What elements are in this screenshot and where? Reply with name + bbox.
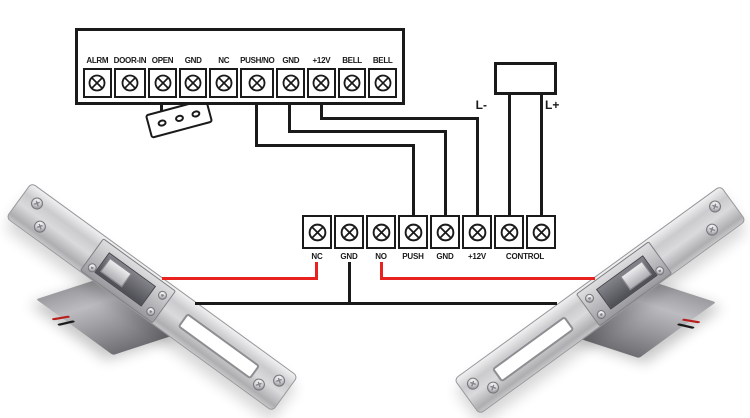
lock-terminal-block xyxy=(302,215,556,249)
terminal-label-no: NO xyxy=(375,252,387,261)
screw-icon xyxy=(28,195,46,212)
terminal-label-push: PUSH xyxy=(402,252,424,261)
wire-pushno-run xyxy=(255,144,415,147)
terminal-gnd-2: GND xyxy=(276,56,306,98)
screw-terminal-icon xyxy=(462,215,492,249)
terminal-open: OPEN xyxy=(148,56,177,98)
mounting-slot xyxy=(491,315,575,383)
screw-terminal-icon xyxy=(366,215,396,249)
pigtail-wire-red-icon xyxy=(681,318,701,324)
wire-pushno-drop xyxy=(255,103,258,147)
terminal-label: OPEN xyxy=(151,56,174,65)
screw-terminal-icon xyxy=(368,68,397,98)
terminal-bell-2: BELL xyxy=(368,56,397,98)
terminal-push-no: PUSH/NO xyxy=(240,56,275,98)
terminal-label: GND xyxy=(184,56,202,65)
wire-gnd-to-gnd xyxy=(444,130,447,216)
screw-terminal-icon xyxy=(83,68,112,98)
screw-terminal-icon xyxy=(113,68,147,98)
terminal-nc: NC xyxy=(209,56,239,98)
screw-icon xyxy=(250,376,268,393)
terminal-label: ALRM xyxy=(86,56,109,65)
terminal-bell-1: BELL xyxy=(337,56,367,98)
wire-12v-to-12v xyxy=(476,117,479,216)
screw-icon xyxy=(144,305,158,318)
mounting-slot xyxy=(177,312,261,380)
pigtail-wire-black-icon xyxy=(56,320,76,326)
power-controller-box xyxy=(494,62,557,95)
latch-keeper xyxy=(100,257,132,288)
wire-lminus-to-control xyxy=(508,95,511,216)
wire-no-stub xyxy=(380,262,383,280)
wire-lplus-to-control xyxy=(540,95,543,216)
screw-terminal-icon xyxy=(430,215,460,249)
terminal-gnd-1: GND xyxy=(178,56,208,98)
terminal-label: PUSH/NO xyxy=(240,56,275,65)
latch-keeper xyxy=(620,260,652,291)
terminal-12v: +12V xyxy=(307,56,336,98)
lock-terminal-labels: NC GND NO PUSH GND +12V CONTROL xyxy=(302,252,556,263)
screw-terminal-icon xyxy=(307,68,336,98)
terminal-label: DOOR-IN xyxy=(113,56,147,65)
wire-gnd-stub xyxy=(348,262,351,304)
terminal-label: GND xyxy=(282,56,300,65)
terminal-label-gnd: GND xyxy=(340,252,358,261)
l-plus-label: L+ xyxy=(545,98,560,112)
pigtail-wire-red-icon xyxy=(51,315,71,321)
terminal-label-control: CONTROL xyxy=(505,252,545,261)
pigtail-wire-black-icon xyxy=(676,323,696,329)
terminal-label: BELL xyxy=(372,56,393,65)
screw-terminal-icon xyxy=(302,215,332,249)
wire-12v-drop xyxy=(320,103,323,120)
wire-nc-stub xyxy=(315,262,318,279)
terminal-door-in: DOOR-IN xyxy=(113,56,147,98)
terminal-label: +12V xyxy=(312,56,331,65)
connector-hole-icon xyxy=(157,118,168,128)
terminal-label-nc: NC xyxy=(311,252,323,261)
wire-12v-run xyxy=(320,117,479,120)
controller-terminal-block: ALRM DOOR-IN OPEN GND NC PUSH/NO xyxy=(75,28,405,105)
wire-gnd-run xyxy=(288,130,447,133)
wire-gnd-to-both-locks xyxy=(195,302,557,305)
screw-icon xyxy=(484,379,502,396)
connector-hole-icon xyxy=(173,113,185,124)
screw-terminal-icon xyxy=(337,68,367,98)
terminal-row: ALRM DOOR-IN OPEN GND NC PUSH/NO xyxy=(83,56,397,98)
screw-icon xyxy=(583,292,596,305)
screw-terminal-icon xyxy=(276,68,306,98)
terminal-label: NC xyxy=(218,56,230,65)
wire-no-to-right-lock xyxy=(380,277,595,280)
terminal-alrm: ALRM xyxy=(83,56,112,98)
screw-icon xyxy=(464,375,482,393)
screw-icon xyxy=(703,221,721,239)
screw-terminal-icon xyxy=(494,215,524,249)
screw-terminal-icon xyxy=(178,68,208,98)
wire-nc-to-left-lock xyxy=(162,277,318,280)
wire-pushno-to-push xyxy=(412,144,415,216)
screw-terminal-icon xyxy=(526,215,556,249)
screw-icon xyxy=(594,308,608,321)
terminal-label-gnd2: GND xyxy=(436,252,454,261)
screw-icon xyxy=(270,372,288,390)
screw-icon xyxy=(156,289,169,302)
wire-gnd-drop xyxy=(288,103,291,133)
screw-terminal-icon xyxy=(240,68,275,98)
screw-icon xyxy=(706,198,724,215)
l-minus-label: L- xyxy=(475,98,487,112)
screw-terminal-icon xyxy=(148,68,177,98)
screw-icon xyxy=(31,218,49,236)
screw-terminal-icon xyxy=(398,215,428,249)
terminal-label: BELL xyxy=(342,56,362,65)
screw-terminal-icon xyxy=(209,68,239,98)
connector-hole-icon xyxy=(190,109,201,119)
screw-terminal-icon xyxy=(334,215,364,249)
terminal-label-12v: +12V xyxy=(467,252,487,261)
left-strike-lock xyxy=(5,182,299,412)
